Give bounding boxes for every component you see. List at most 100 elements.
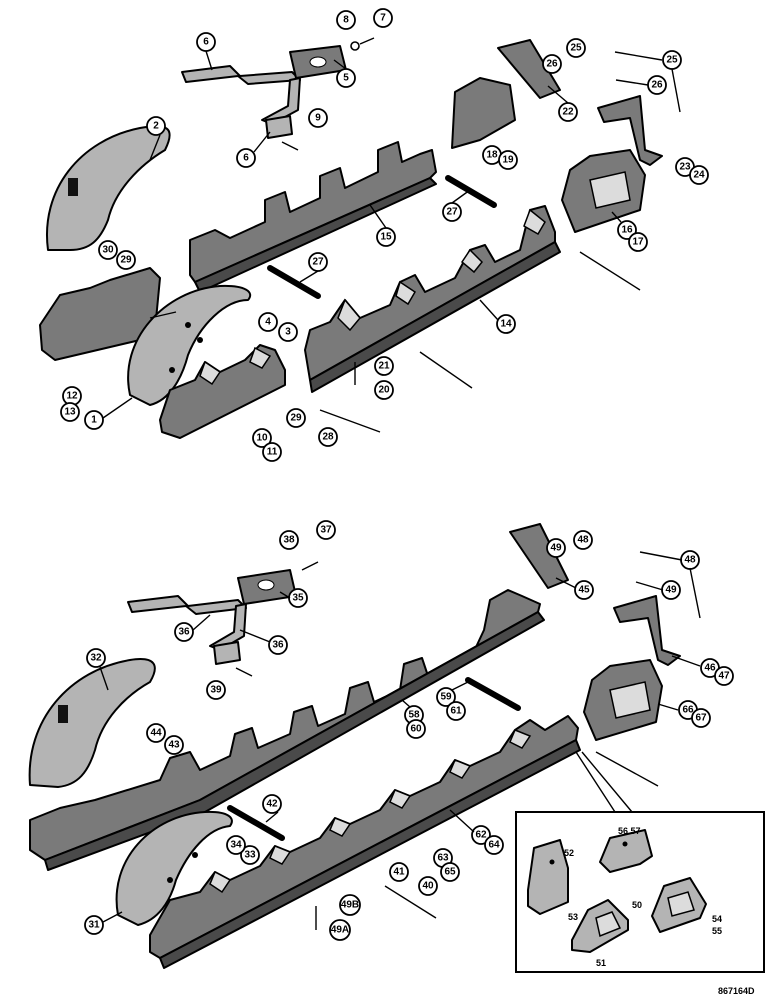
guard-fin	[449, 759, 472, 779]
callout-20: 20	[374, 380, 394, 400]
callout-5: 5	[336, 68, 356, 88]
svg-text:7: 7	[380, 13, 386, 24]
callout-62: 62	[471, 825, 491, 845]
callout-65: 65	[440, 862, 460, 882]
bracket-hole	[309, 56, 327, 68]
svg-text:47: 47	[718, 671, 730, 682]
callout-3: 3	[278, 322, 298, 342]
bolt-part	[319, 409, 381, 433]
inset-part-52	[527, 839, 569, 915]
callout-11: 11	[262, 442, 282, 462]
callout-36b: 36	[268, 635, 288, 655]
callout-49: 49	[546, 538, 566, 558]
svg-text:44: 44	[150, 728, 162, 739]
small-guard-part	[159, 344, 286, 439]
callout-32: 32	[86, 648, 106, 668]
svg-text:20: 20	[378, 385, 390, 396]
svg-text:6: 6	[203, 37, 209, 48]
svg-text:49: 49	[550, 543, 562, 554]
plate-shadow	[194, 177, 437, 293]
callout-25b: 25	[662, 50, 682, 70]
callout-29: 29	[116, 250, 136, 270]
inset-pointer	[575, 751, 633, 813]
svg-text:31: 31	[88, 920, 100, 931]
svg-text:49: 49	[665, 585, 677, 596]
callout-43: 43	[164, 735, 184, 755]
callout-17: 17	[628, 232, 648, 252]
top-callouts: 1 2 3 4 5 6 6 7 8 9 10 11 12 13 14 15 16…	[60, 8, 709, 462]
inset-label-53: 53	[568, 912, 578, 922]
callout-15: 15	[376, 227, 396, 247]
callout-26b: 26	[647, 75, 667, 95]
svg-text:38: 38	[283, 535, 295, 546]
callout-14: 14	[496, 314, 516, 334]
pin-part	[267, 265, 321, 299]
block-16-face	[589, 171, 631, 209]
disc-hole	[192, 852, 198, 858]
svg-text:2: 2	[153, 121, 159, 132]
callout-13: 13	[60, 402, 80, 422]
callout-16: 16	[617, 220, 637, 240]
svg-text:48: 48	[577, 535, 589, 546]
bolt-part	[281, 141, 299, 151]
svg-text:63: 63	[437, 853, 449, 864]
pin-part	[465, 677, 521, 711]
block-66-face	[609, 681, 651, 719]
guard-fin	[209, 870, 232, 894]
guard-fin	[395, 280, 417, 306]
callout-39: 39	[206, 680, 226, 700]
svg-text:67: 67	[695, 713, 707, 724]
callout-12: 12	[62, 386, 82, 406]
inset-label-50: 50	[632, 900, 642, 910]
callout-44: 44	[146, 723, 166, 743]
svg-text:22: 22	[562, 107, 574, 118]
inset-label-5657: 56 57	[618, 826, 641, 836]
callout-6: 6	[196, 32, 216, 52]
guard-fin	[509, 729, 532, 749]
svg-text:29: 29	[290, 413, 302, 424]
svg-text:3: 3	[285, 327, 291, 338]
callout-37: 37	[316, 520, 336, 540]
svg-text:49B: 49B	[341, 900, 359, 911]
callout-49b: 49	[661, 580, 681, 600]
bracket-arm-part	[213, 641, 241, 665]
svg-text:12: 12	[66, 391, 78, 402]
inset-part-56	[599, 829, 653, 873]
svg-text:40: 40	[422, 881, 434, 892]
guard-fin	[269, 845, 292, 865]
callout-30: 30	[98, 240, 118, 260]
disc-hole	[167, 877, 173, 883]
svg-text:36: 36	[178, 627, 190, 638]
disc-hole	[169, 367, 175, 373]
callout-10: 10	[252, 428, 272, 448]
guard-fin	[337, 298, 361, 332]
svg-text:30: 30	[102, 245, 114, 256]
callout-26: 26	[542, 54, 562, 74]
svg-text:62: 62	[475, 830, 487, 841]
bolt-part	[235, 667, 253, 677]
svg-text:16: 16	[621, 225, 633, 236]
callout-31: 31	[84, 915, 104, 935]
callout-8: 8	[336, 10, 356, 30]
svg-text:19: 19	[502, 155, 514, 166]
disc-hole	[197, 337, 203, 343]
svg-text:5: 5	[343, 73, 349, 84]
callout-67: 67	[691, 708, 711, 728]
svg-text:46: 46	[704, 663, 716, 674]
callout-48: 48	[573, 530, 593, 550]
disc-shaft	[149, 311, 177, 319]
callout-34: 34	[226, 835, 246, 855]
svg-text:34: 34	[230, 840, 242, 851]
bottom-leaders	[99, 551, 701, 923]
callout-2: 2	[146, 116, 166, 136]
svg-text:25: 25	[570, 43, 582, 54]
main-disc-part	[115, 810, 233, 926]
bracket-18-part	[451, 77, 516, 149]
svg-text:27: 27	[312, 257, 324, 268]
plate-shadow	[44, 611, 545, 871]
bolt-part	[579, 251, 641, 291]
guard-fin	[329, 817, 352, 837]
guard-fin	[199, 360, 222, 386]
svg-text:61: 61	[450, 706, 462, 717]
callout-33: 33	[240, 845, 260, 865]
